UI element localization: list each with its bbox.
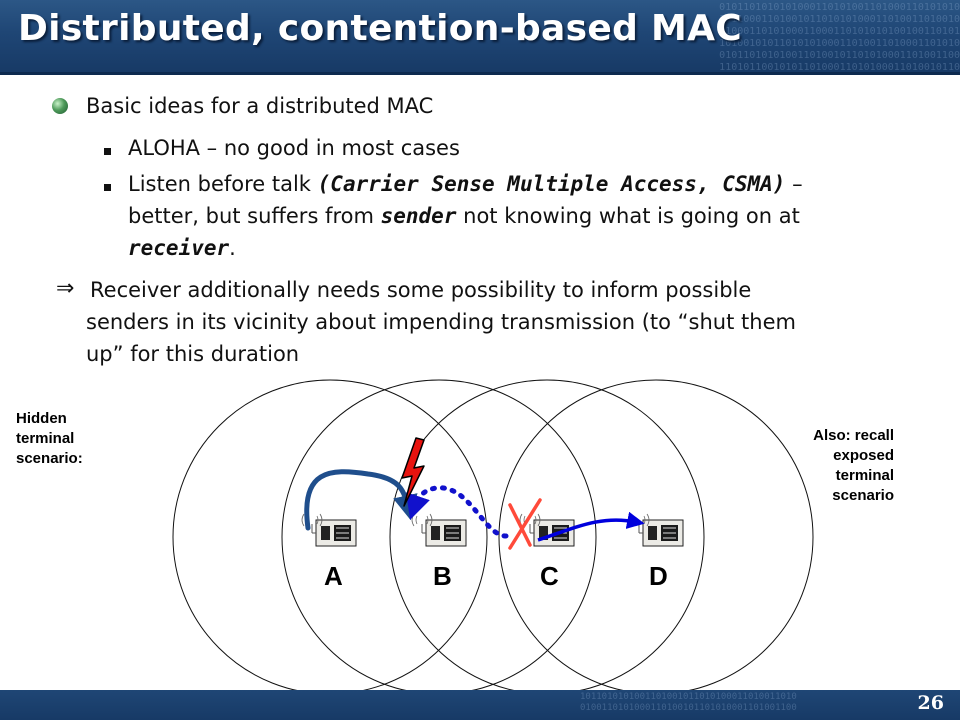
csma-text: Listen before talk — [128, 172, 318, 196]
csma-line2-text: better, but suffers from — [128, 204, 381, 228]
node-label-d: D — [649, 561, 668, 591]
exposed-label-line: Also: recall — [813, 427, 894, 444]
header-rule — [0, 72, 960, 75]
node-device-d — [628, 513, 684, 547]
transmission-arrow-a-to-b — [304, 469, 418, 531]
hidden-terminal-label: Hidden terminal scenario: — [16, 409, 83, 469]
page-number: 26 — [917, 692, 944, 714]
exposed-label-line: exposed — [833, 447, 894, 464]
transmission-arrow-c-to-b — [406, 485, 509, 539]
binary-texture: 0101101010101000110101001101000110101010… — [719, 2, 960, 72]
csma-dash: – — [785, 172, 803, 196]
header-bar: 0101101010101000110101001101000110101010… — [0, 0, 960, 72]
bullet-ball-icon — [52, 98, 68, 114]
conclusion-line1: Receiver additionally needs some possibi… — [90, 278, 752, 302]
exposed-label-line: scenario — [832, 487, 894, 504]
square-bullet-icon — [104, 148, 111, 155]
collision-lightning-icon — [401, 437, 425, 507]
hidden-label-line: terminal — [16, 430, 75, 447]
csma-line2-rest: not knowing what is going on at — [456, 204, 800, 228]
node-label-b: B — [433, 561, 452, 591]
conclusion-line2: senders in its vicinity about impending … — [86, 310, 796, 334]
exposed-label-line: terminal — [835, 467, 894, 484]
hidden-label-line: scenario: — [16, 450, 83, 467]
csma-emphasis: (Carrier Sense Multiple Access, CSMA) — [317, 172, 786, 196]
implies-arrow-icon: ⇒ — [56, 276, 75, 301]
conclusion-line3: up” for this duration — [86, 342, 300, 366]
sender-emphasis: sender — [380, 204, 457, 228]
hidden-label-line: Hidden — [16, 410, 67, 427]
receiver-emphasis: receiver — [128, 236, 230, 260]
footer-bar: 1011010101001101001011010100011010011010… — [0, 690, 960, 720]
slide-title: Distributed, contention-based MAC — [18, 8, 742, 49]
sub-bullet-csma-line2: better, but suffers from sender not know… — [128, 204, 800, 228]
node-label-a: A — [324, 561, 343, 591]
sub-bullet-aloha: ALOHA – no good in most cases — [128, 136, 460, 160]
sub-bullet-csma-line3: receiver. — [128, 236, 236, 260]
square-bullet-icon — [104, 184, 111, 191]
exposed-terminal-label: Also: recall exposed terminal scenario — [813, 426, 894, 506]
main-bullet-text: Basic ideas for a distributed MAC — [86, 94, 434, 118]
csma-line3-period: . — [229, 236, 236, 260]
node-device-a — [301, 513, 357, 547]
sub-bullet-csma-line1: Listen before talk (Carrier Sense Multip… — [128, 172, 803, 196]
transmission-arrow-c-to-d — [537, 511, 645, 542]
node-label-c: C — [540, 561, 559, 591]
binary-texture: 1011010101001101001011010100011010011010… — [580, 692, 797, 713]
blocked-cross-icon — [508, 498, 542, 550]
node-device-b — [411, 513, 467, 547]
